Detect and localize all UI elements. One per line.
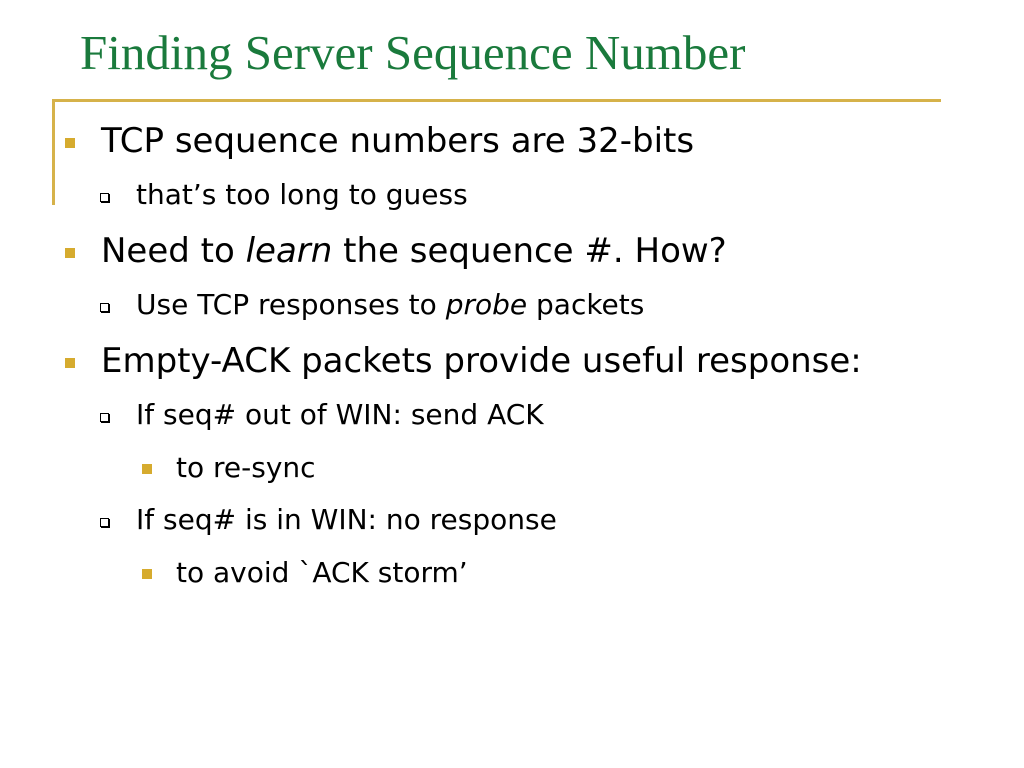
hollow-square-bullet-icon xyxy=(100,193,109,202)
bullet-text: to re-sync xyxy=(176,451,316,484)
filled-square-bullet-icon xyxy=(65,138,75,148)
bullet-text: packets xyxy=(527,288,645,321)
bullet-item: If seq# is in WIN: no response xyxy=(100,503,557,536)
bullet-text: the sequence #. How? xyxy=(332,231,727,271)
bullet-text-emphasis: learn xyxy=(245,231,333,271)
filled-square-bullet-icon xyxy=(142,569,152,579)
bullet-text: If seq# is in WIN: no response xyxy=(136,503,557,536)
bullet-text: Need to xyxy=(101,231,246,271)
filled-square-bullet-icon xyxy=(65,358,75,368)
title-underline xyxy=(52,99,941,102)
hollow-square-bullet-icon xyxy=(100,413,109,422)
bullet-item: to avoid `ACK storm’ xyxy=(142,556,468,589)
hollow-square-bullet-icon xyxy=(100,303,109,312)
bullet-item: TCP sequence numbers are 32-bits xyxy=(65,121,695,161)
bullet-item: to re-sync xyxy=(142,451,316,484)
bullet-text: If seq# out of WIN: send ACK xyxy=(136,398,544,431)
bullet-text-emphasis: probe xyxy=(445,288,528,321)
bullet-item: Need to learn the sequence #. How? xyxy=(65,231,727,271)
title-side-rule xyxy=(52,99,55,205)
filled-square-bullet-icon xyxy=(142,464,152,474)
bullet-text: Empty-ACK packets provide useful respons… xyxy=(101,341,862,381)
bullet-item: Use TCP responses to probe packets xyxy=(100,288,645,321)
filled-square-bullet-icon xyxy=(65,248,75,258)
bullet-item: If seq# out of WIN: send ACK xyxy=(100,398,544,431)
bullet-item: Empty-ACK packets provide useful respons… xyxy=(65,341,862,381)
bullet-item: that’s too long to guess xyxy=(100,178,468,211)
hollow-square-bullet-icon xyxy=(100,518,109,527)
slide-title: Finding Server Sequence Number xyxy=(80,25,746,80)
bullet-text: TCP sequence numbers are 32-bits xyxy=(101,121,695,161)
bullet-text: to avoid `ACK storm’ xyxy=(176,556,468,589)
bullet-text: Use TCP responses to xyxy=(136,288,446,321)
bullet-text: that’s too long to guess xyxy=(136,178,468,211)
